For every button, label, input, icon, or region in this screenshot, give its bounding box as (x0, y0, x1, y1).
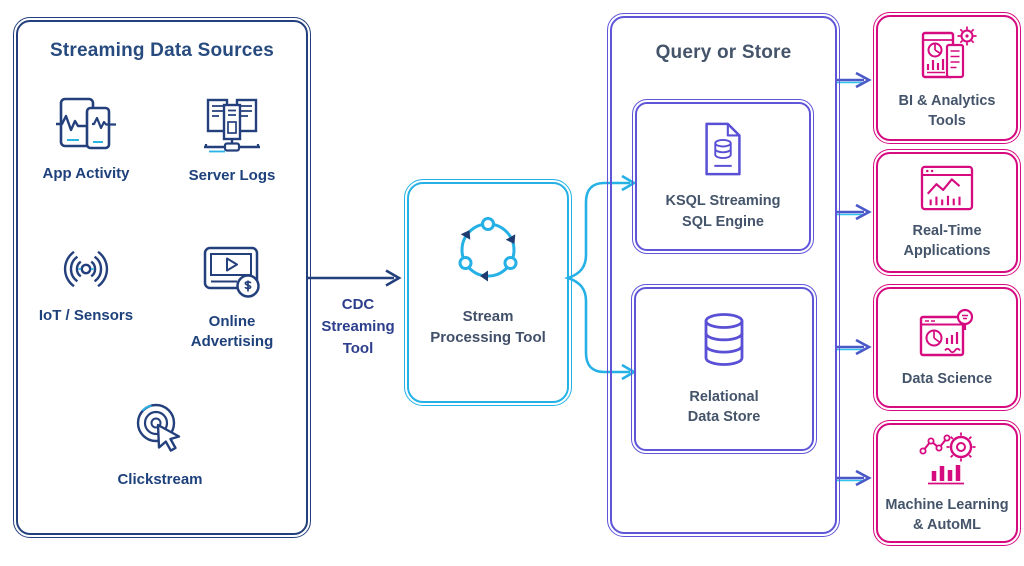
source-label: Server Logs (188, 167, 276, 184)
online-advertising-icon (203, 246, 260, 298)
database-icon (704, 312, 744, 366)
machine-learning-box: Machine Learning & AutoML (872, 419, 1022, 547)
data-science-box: Data Science (872, 283, 1022, 412)
output-label: BI & Analytics Tools (898, 92, 996, 129)
source-clickstream: Clickstream (98, 398, 222, 490)
query-or-store-panel: Query or Store (606, 12, 841, 538)
source-app-activity: App Activity (26, 96, 146, 184)
stream-processing-box: Stream Processing Tool (403, 178, 573, 407)
cdc-arrow (307, 269, 402, 287)
output-label: Data Science (901, 371, 993, 388)
sql-document-icon (705, 122, 741, 176)
bi-analytics-box: BI & Analytics Tools (872, 11, 1022, 145)
source-label: Online Advertising (190, 313, 274, 351)
query-panel-title: Query or Store (655, 42, 792, 63)
output-label: Machine Learning & AutoML (885, 496, 1009, 533)
source-iot-sensors: IoT / Sensors (26, 244, 146, 326)
ksql-streaming-box: KSQL Streaming SQL Engine (631, 98, 815, 255)
server-logs-icon (204, 98, 260, 153)
ksql-label: KSQL Streaming SQL Engine (665, 193, 781, 230)
realtime-apps-icon (920, 166, 974, 211)
source-label: IoT / Sensors (38, 307, 134, 324)
realtime-apps-box: Real-Time Applications (872, 148, 1022, 277)
stream-processing-label: Stream Processing Tool (430, 308, 546, 346)
sources-panel-title: Streaming Data Sources (49, 40, 275, 61)
source-online-advertising: Online Advertising (172, 244, 292, 353)
data-science-icon (919, 309, 974, 357)
relational-label: Relational Data Store (687, 388, 761, 425)
machine-learning-icon (919, 432, 976, 485)
app-activity-icon (56, 97, 116, 150)
relational-store-box: Relational Data Store (630, 283, 818, 455)
bi-analytics-icon (921, 26, 977, 79)
source-server-logs: Server Logs (172, 96, 292, 186)
cdc-streaming-tool-label: CDC Streaming Tool (321, 296, 395, 357)
output-arrows (835, 71, 872, 487)
output-label: Real-Time Applications (903, 223, 991, 259)
clickstream-icon (136, 403, 181, 452)
streaming-sources-panel: Streaming Data Sources App Activity (12, 16, 312, 539)
iot-sensors-icon (63, 250, 109, 288)
source-label: App Activity (42, 165, 130, 182)
source-label: Clickstream (117, 471, 203, 488)
cycle-sync-icon (458, 217, 518, 282)
